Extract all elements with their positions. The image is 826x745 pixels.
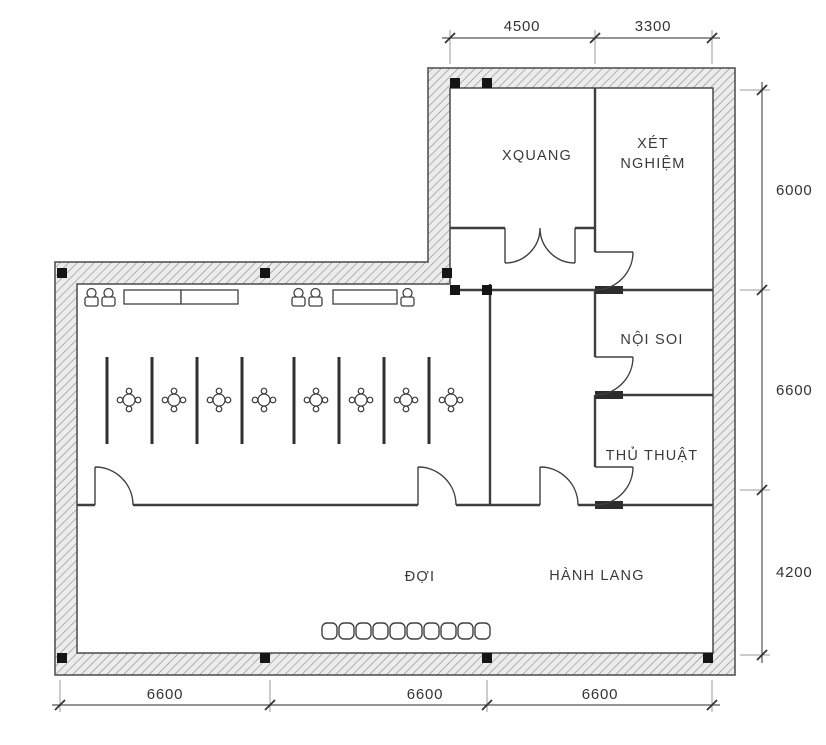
dim-bottom-middle: 6600 [407,686,444,703]
waiting-chairs [321,622,491,640]
chair-icon [161,387,187,413]
counter [180,289,239,305]
chair-icon [303,387,329,413]
dim-top-right: 3300 [635,18,672,35]
sink-icon [400,287,415,307]
room-label-noi-soi: NỘI SOI [620,331,683,348]
door-hall-middle [417,466,457,506]
dim-right-middle: 6600 [776,382,813,399]
room-labels: XQUANG XÉT NGHIỆM NỘI SOI THỦ THUẬT ĐỢI … [405,135,699,585]
dim-bottom-left: 6600 [147,686,184,703]
exam-chair-symbols [116,387,464,413]
room-label-thu-thuat: THỦ THUẬT [606,446,699,464]
interior-partitions [77,88,713,507]
room-label-xet-nghiem-line2: NGHIỆM [620,155,685,172]
double-door [504,227,576,264]
waiting-chair-icon [372,622,389,640]
waiting-chair-icon [355,622,372,640]
chair-icon [438,387,464,413]
waiting-chair-icon [423,622,440,640]
chair-icon [251,387,277,413]
fixtures [84,287,415,307]
grid-columns [57,78,713,663]
sink-icon [84,287,99,307]
waiting-chair-icon [440,622,457,640]
dimension-lines: 4500 3300 6000 6600 4200 6600 6600 6600 [52,18,813,712]
sink-icon [101,287,116,307]
sink-icon [291,287,306,307]
waiting-chair-icon [338,622,355,640]
chair-icon [393,387,419,413]
waiting-chair-icon [406,622,423,640]
dim-top-left: 4500 [504,18,541,35]
chair-icon [348,387,374,413]
chair-icon [116,387,142,413]
door-noi-soi [594,356,634,396]
counter [123,289,182,305]
dim-right-lower: 4200 [776,564,813,581]
chair-icon [206,387,232,413]
waiting-chair-icon [321,622,338,640]
sink-icon [308,287,323,307]
wall-jamb-stubs [595,286,623,509]
waiting-chair-icon [474,622,491,640]
counter [332,289,398,305]
dim-bottom-right: 6600 [582,686,619,703]
room-label-xet-nghiem-line1: XÉT [637,135,669,152]
waiting-chair-icon [389,622,406,640]
doors [94,227,634,506]
dim-right-upper: 6000 [776,182,813,199]
door-hall-right [539,466,579,506]
waiting-chair-icon [457,622,474,640]
door-xet-nghiem [594,251,634,291]
door-hall-left [94,466,134,506]
exam-booth-partitions [105,357,431,444]
room-label-xquang: XQUANG [502,148,572,164]
room-label-hanh-lang: HÀNH LANG [549,567,644,584]
room-label-doi: ĐỢI [405,569,436,585]
door-thu-thuat [594,466,634,506]
exterior-walls [54,67,736,676]
